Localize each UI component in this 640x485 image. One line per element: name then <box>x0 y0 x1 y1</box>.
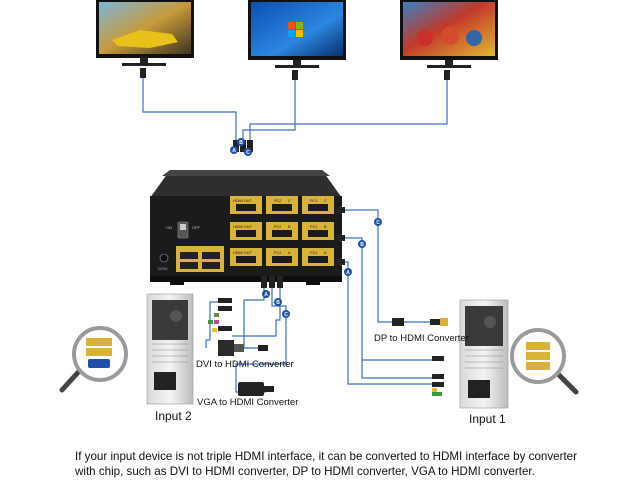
power-on-label: ON <box>166 225 172 230</box>
marker-b-bottom-text: B <box>276 300 280 306</box>
pc-tower-input-1 <box>459 299 509 409</box>
vga-converter-device <box>238 382 274 396</box>
dc-jack <box>159 253 169 263</box>
marker-c-bottom-text: C <box>284 312 288 318</box>
marker-group-right <box>344 218 382 276</box>
marker-a-bottom <box>262 290 270 298</box>
pc1-port-a: A <box>324 251 327 255</box>
marker-b-right <box>358 240 366 248</box>
input-2-label: Input 2 <box>155 409 192 423</box>
power-switch <box>177 221 189 239</box>
input-1-label: Input 1 <box>469 412 506 426</box>
dvi-converter-device <box>218 340 268 356</box>
marker-c-top <box>244 148 252 156</box>
hdmi-port-zoom-icon <box>86 338 112 346</box>
pc2-port-a: A <box>288 251 291 255</box>
marker-b-bottom <box>274 298 282 306</box>
sports-car-image <box>112 30 178 48</box>
hdmi-port-grid <box>230 196 334 266</box>
pc2-side-adapters <box>208 298 274 396</box>
cars-character-image <box>417 30 433 46</box>
switch-top-plugs <box>233 140 253 152</box>
marker-b-top <box>237 138 245 146</box>
vga-port-zoom-icon <box>88 359 110 368</box>
magnifier-left <box>59 326 128 393</box>
dp-port-zoom-icon <box>526 342 550 350</box>
power-off-label: OFF <box>192 225 201 230</box>
hdmi-port-zoom-icon-right <box>526 352 550 360</box>
pc2-label-c: PC2 <box>274 199 281 203</box>
marker-b-right-text: B <box>360 242 364 248</box>
pc1-label-b: PC1 <box>310 225 317 229</box>
pc1-label-c: PC1 <box>310 199 317 203</box>
kvm-switch: ON OFF DC5V <box>150 170 342 285</box>
pc1-port-c: C <box>324 199 327 203</box>
marker-a-right <box>344 268 352 276</box>
marker-b-top-text: B <box>239 140 243 146</box>
marker-group-bottom <box>262 290 290 318</box>
switch-bottom-plugs <box>261 276 283 288</box>
pc1-port-b: B <box>324 225 327 229</box>
usb-ports <box>176 246 224 272</box>
marker-a-right-text: A <box>346 270 350 276</box>
hdmi-out-label-1: HDMI OUT <box>233 199 252 203</box>
pc2-label-a: PC2 <box>274 251 281 255</box>
vga-converter-label: VGA to HDMI Converter <box>197 397 299 408</box>
windows-logo-icon <box>288 22 303 37</box>
dp-converter-label: DP to HDMI Converter <box>374 333 469 344</box>
marker-c-top-text: C <box>246 150 250 156</box>
pc2-port-c: C <box>288 199 291 203</box>
marker-c-right <box>374 218 382 226</box>
marker-group-top <box>230 138 252 156</box>
hdmi-out-label-3: HDMI OUT <box>233 251 252 255</box>
monitor-center <box>248 0 346 68</box>
dvi-port-zoom-icon <box>86 348 112 356</box>
diagram-caption: If your input device is not triple HDMI … <box>75 450 577 478</box>
pc-tower-input-2 <box>146 293 194 405</box>
hdmi-cables <box>142 78 448 393</box>
dvi-converter-label: DVI to HDMI Converter <box>196 359 294 370</box>
marker-a-top <box>230 146 238 154</box>
dp-plug <box>392 318 404 326</box>
monitor-right <box>400 0 498 68</box>
magnifier-right <box>510 328 579 395</box>
marker-a-bottom-text: A <box>264 292 268 298</box>
marker-c-bottom <box>282 310 290 318</box>
pc1-side-adapters <box>392 318 448 396</box>
pc2-port-b: B <box>288 225 291 229</box>
marker-a-top-text: A <box>232 148 236 154</box>
dc-label: DC5V <box>158 267 168 271</box>
marker-c-right-text: C <box>376 220 380 226</box>
pc1-label-a: PC1 <box>310 251 317 255</box>
pc2-label-b: PC2 <box>274 225 281 229</box>
switch-right-plugs <box>334 207 345 265</box>
monitor-left <box>96 0 194 66</box>
hdmi-out-label-2: HDMI OUT <box>233 225 252 229</box>
monitor-plugs <box>140 68 450 80</box>
